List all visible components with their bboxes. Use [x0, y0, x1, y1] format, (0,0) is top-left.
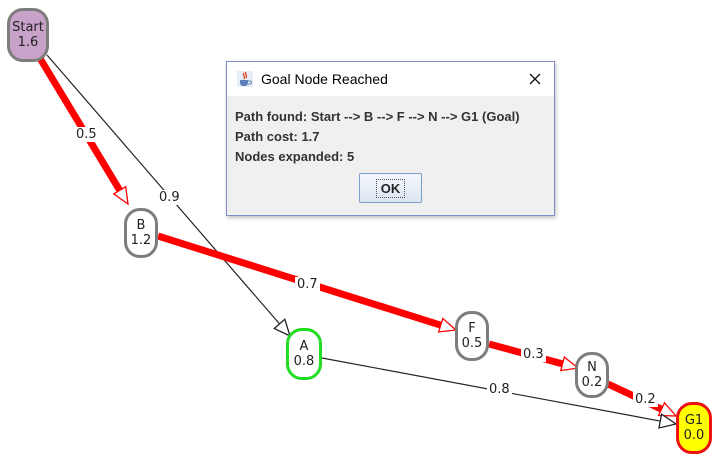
edge-cost-label: 0.8 — [487, 382, 512, 397]
close-icon[interactable] — [523, 68, 547, 90]
node-heuristic: 1.6 — [17, 35, 39, 50]
dialog-title: Goal Node Reached — [261, 71, 388, 87]
arrowhead-icon — [657, 401, 678, 417]
dialog-titlebar[interactable]: Goal Node Reached — [227, 62, 554, 96]
arrowhead-icon — [273, 318, 292, 338]
arrowhead-icon — [658, 413, 678, 429]
edge-cost-label: 0.3 — [521, 347, 546, 362]
arrowhead-icon — [112, 185, 129, 206]
ok-button[interactable]: OK — [359, 173, 422, 203]
node-name: A — [299, 339, 309, 354]
path-cost-text: Path cost: 1.7 — [235, 129, 320, 144]
edge-start-a — [46, 54, 292, 338]
edge-cost-label: 0.2 — [633, 392, 658, 407]
edge-cost-label: 0.5 — [74, 127, 99, 142]
java-cup-icon — [237, 71, 253, 87]
node-name: N — [587, 360, 597, 375]
nodes-expanded-text: Nodes expanded: 5 — [235, 149, 355, 164]
ok-button-label: OK — [375, 178, 406, 198]
node-heuristic: 0.0 — [683, 428, 705, 443]
edge-start-b — [35, 53, 129, 206]
node-heuristic: 0.5 — [461, 336, 483, 351]
node-heuristic: 0.2 — [581, 375, 603, 390]
node-name: Start — [12, 20, 44, 35]
goal-dialog: Goal Node Reached Path found: Start --> … — [226, 61, 555, 216]
edge-cost-label: 0.9 — [157, 190, 182, 205]
node-name: G1 — [684, 413, 704, 428]
edge-cost-label: 0.7 — [295, 277, 320, 292]
node-heuristic: 0.8 — [293, 354, 315, 369]
path-found-text: Path found: Start --> B --> F --> N --> … — [235, 109, 520, 124]
node-name: B — [136, 218, 146, 233]
node-name: F — [468, 321, 476, 336]
arrowhead-icon — [437, 317, 458, 333]
node-heuristic: 1.2 — [130, 233, 152, 248]
arrowhead-icon — [559, 355, 580, 372]
